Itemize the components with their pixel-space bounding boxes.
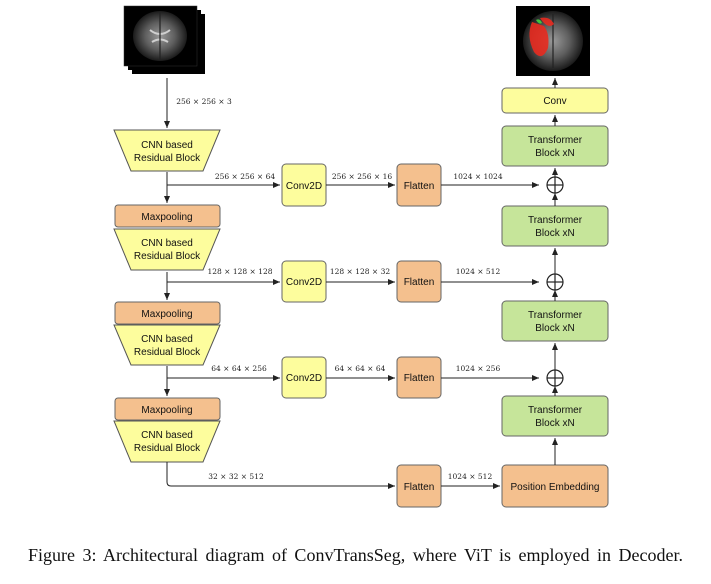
maxpooling-block-2: Maxpooling bbox=[114, 301, 221, 325]
flatten-2-label: Flatten bbox=[404, 277, 435, 288]
cnn-block-4-line1: CNN based bbox=[141, 430, 193, 441]
flatten-3-label: Flatten bbox=[404, 373, 435, 384]
transformer-2-line1: Transformer bbox=[528, 310, 583, 321]
flatten-block-1: Flatten bbox=[396, 163, 442, 207]
flat4-dim-label: 1024 × 512 bbox=[448, 472, 493, 481]
skip2-dim-label: 128 × 128 × 128 bbox=[207, 267, 272, 276]
bottom-dim-label: 32 × 32 × 512 bbox=[208, 472, 264, 481]
flatten-block-2: Flatten bbox=[396, 260, 442, 303]
add-operator-2 bbox=[546, 273, 564, 291]
cnn-block-2-line1: CNN based bbox=[141, 238, 193, 249]
cnn-residual-block-1: CNN based Residual Block bbox=[113, 129, 221, 172]
conv2d-1-label: Conv2D bbox=[286, 181, 322, 192]
flat2-dim-label: 1024 × 512 bbox=[456, 267, 501, 276]
transformer-4-line2: Block xN bbox=[535, 148, 574, 159]
conv-block: Conv bbox=[501, 87, 609, 114]
cnn-residual-block-3: CNN based Residual Block bbox=[113, 324, 221, 366]
input-mri-image bbox=[123, 5, 205, 74]
conv2d-block-1: Conv2D bbox=[281, 163, 327, 207]
conv2d-block-3: Conv2D bbox=[281, 356, 327, 399]
conv2d-2-label: Conv2D bbox=[286, 277, 322, 288]
conv1-out-dim-label: 256 × 256 × 16 bbox=[332, 172, 393, 181]
skip1-dim-label: 256 × 256 × 64 bbox=[215, 172, 276, 181]
add-operator-1 bbox=[546, 176, 564, 194]
cnn-block-4-line2: Residual Block bbox=[134, 443, 201, 454]
conv2d-block-2: Conv2D bbox=[281, 260, 327, 303]
conv2d-3-label: Conv2D bbox=[286, 373, 322, 384]
maxpool-2-label: Maxpooling bbox=[141, 309, 192, 320]
position-embedding-block: Position Embedding bbox=[501, 464, 609, 508]
transformer-block-4: Transformer Block xN bbox=[501, 125, 609, 167]
transformer-3-line1: Transformer bbox=[528, 215, 583, 226]
architecture-diagram: 256 × 256 × 3 CNN based Residual Block M… bbox=[113, 5, 609, 508]
transformer-1-line2: Block xN bbox=[535, 418, 574, 429]
cnn-block-3-line1: CNN based bbox=[141, 334, 193, 345]
conv-label: Conv bbox=[543, 96, 566, 107]
input-dim-label: 256 × 256 × 3 bbox=[176, 97, 232, 106]
flatten-1-label: Flatten bbox=[404, 181, 435, 192]
transformer-4-line1: Transformer bbox=[528, 135, 583, 146]
flatten-block-3: Flatten bbox=[396, 356, 442, 399]
cnn-residual-block-4: CNN based Residual Block bbox=[113, 420, 221, 463]
transformer-3-line2: Block xN bbox=[535, 228, 574, 239]
transformer-1-line1: Transformer bbox=[528, 405, 583, 416]
maxpooling-block-1: Maxpooling bbox=[114, 204, 221, 228]
maxpool-3-label: Maxpooling bbox=[141, 405, 192, 416]
maxpool-1-label: Maxpooling bbox=[141, 212, 192, 223]
cnn-block-3-line2: Residual Block bbox=[134, 347, 201, 358]
flatten-block-4: Flatten bbox=[396, 464, 442, 508]
flatten-4-label: Flatten bbox=[404, 482, 435, 493]
figure-caption: Figure 3: Architectural diagram of ConvT… bbox=[28, 545, 683, 565]
maxpooling-block-3: Maxpooling bbox=[114, 397, 221, 421]
transformer-block-2: Transformer Block xN bbox=[501, 300, 609, 342]
cnn-block-1-line2: Residual Block bbox=[134, 153, 201, 164]
cnn-block-2-line2: Residual Block bbox=[134, 251, 201, 262]
cnn-block-1-line1: CNN based bbox=[141, 140, 193, 151]
flat1-dim-label: 1024 × 1024 bbox=[453, 172, 502, 181]
flat3-dim-label: 1024 × 256 bbox=[456, 364, 501, 373]
conv3-out-dim-label: 64 × 64 × 64 bbox=[335, 364, 386, 373]
transformer-block-3: Transformer Block xN bbox=[501, 205, 609, 247]
cnn-residual-block-2: CNN based Residual Block bbox=[113, 228, 221, 271]
output-segmentation-image bbox=[516, 6, 590, 76]
transformer-2-line2: Block xN bbox=[535, 323, 574, 334]
add-operator-3 bbox=[546, 369, 564, 387]
transformer-block-1: Transformer Block xN bbox=[501, 395, 609, 437]
conv2-out-dim-label: 128 × 128 × 32 bbox=[330, 267, 391, 276]
position-embedding-label: Position Embedding bbox=[511, 482, 600, 493]
skip3-dim-label: 64 × 64 × 256 bbox=[211, 364, 267, 373]
